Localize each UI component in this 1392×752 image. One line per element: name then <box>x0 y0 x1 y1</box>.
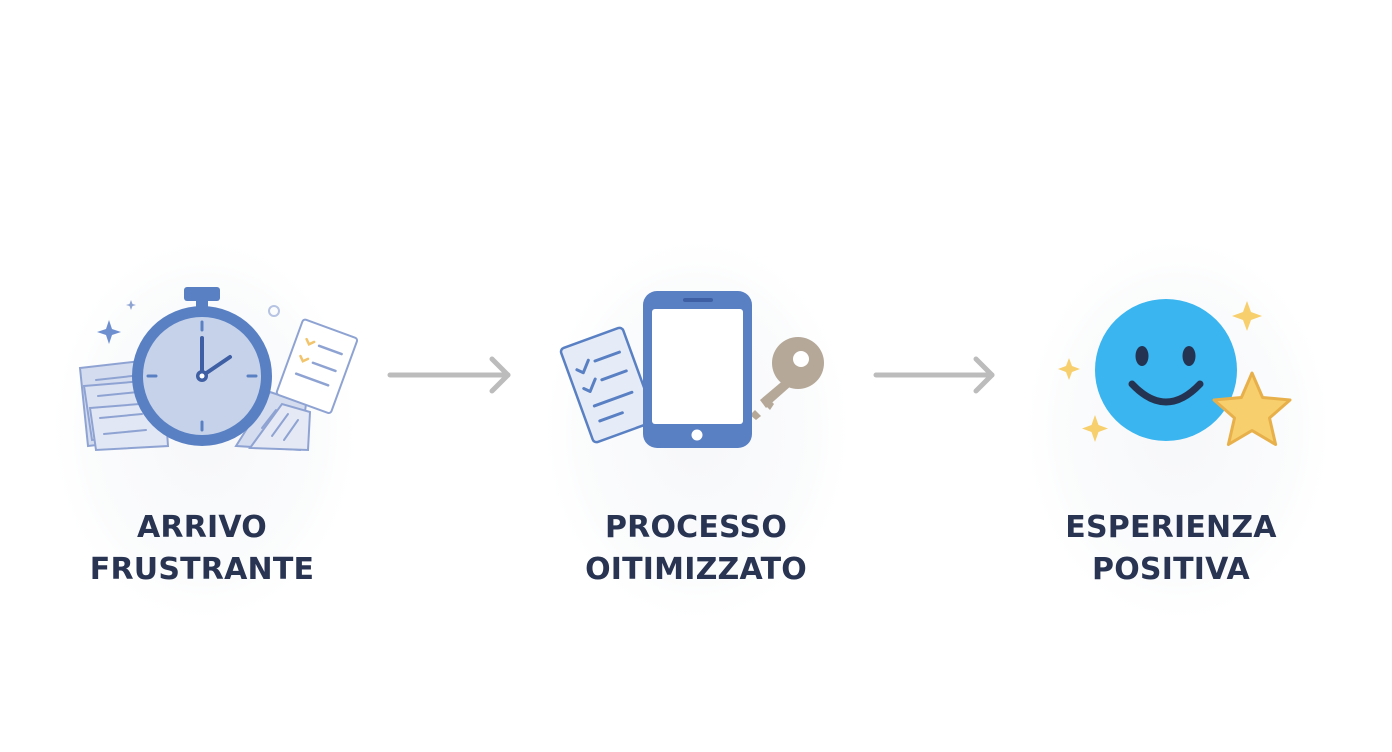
step-2-title-line2: OITIMIZZATO <box>585 552 807 587</box>
star-icon <box>1212 371 1292 446</box>
step-2-title-line1: PROCESSO <box>604 510 788 545</box>
sparkle-icon <box>1232 301 1262 331</box>
paper-pile-icon <box>234 390 312 452</box>
sparkle-icon <box>1058 358 1080 380</box>
smiley-face-with-star-icon <box>1058 299 1292 446</box>
smartphone-with-checklist-and-key-icon <box>559 291 824 448</box>
step-label-arrivo-frustrante: ARRIVO FRUSTRANTE <box>42 507 362 591</box>
checklist-document-icon <box>559 326 657 444</box>
stopwatch-with-papers-icon <box>78 287 359 452</box>
checklist-document-icon <box>275 318 359 415</box>
sparkle-icon <box>97 320 121 344</box>
step-label-processo-ottimizzato: PROCESSO OITIMIZZATO <box>536 507 856 591</box>
arrow-right-icon <box>387 356 511 394</box>
step-1-title-line2: FRUSTRANTE <box>89 552 315 587</box>
arrow-right-icon <box>873 356 995 394</box>
step-label-esperienza-positiva: ESPERIENZA POSITIVA <box>1011 507 1331 591</box>
dot-icon <box>268 305 280 317</box>
smartphone-icon <box>643 291 752 448</box>
sparkle-icon <box>1082 415 1108 442</box>
sparkle-icon <box>126 300 136 310</box>
step-3-title-line2: POSITIVA <box>1092 552 1250 587</box>
smiley-face-icon <box>1095 299 1237 441</box>
stopwatch-icon <box>132 287 272 446</box>
key-icon <box>750 337 824 420</box>
step-3-title-line1: ESPERIENZA <box>1065 510 1277 545</box>
step-1-title-line1: ARRIVO <box>137 510 267 545</box>
